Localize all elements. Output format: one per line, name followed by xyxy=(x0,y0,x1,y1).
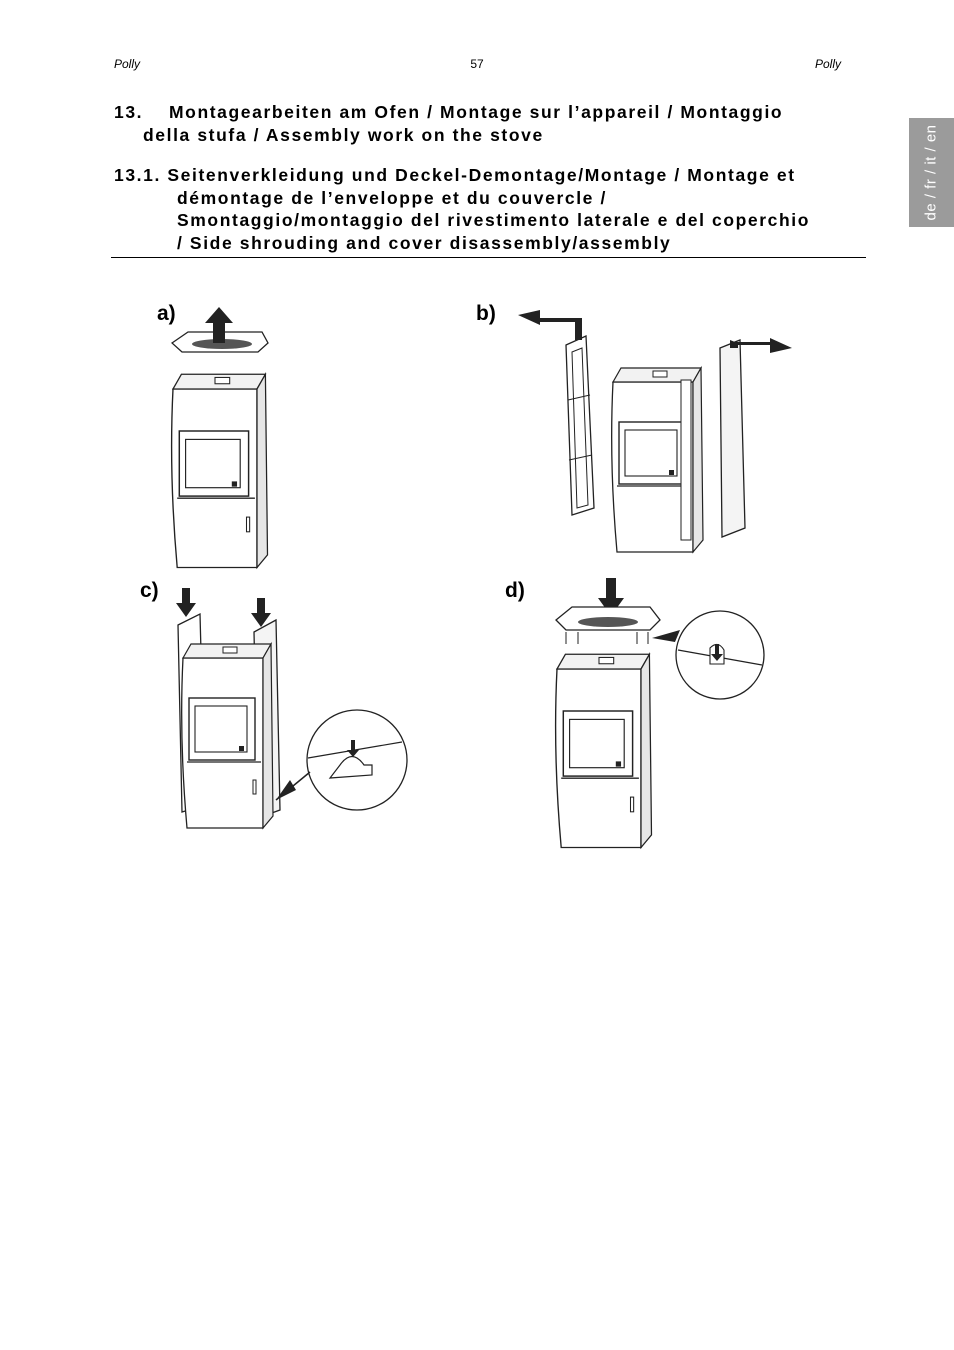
detail-down-arrow-icon-d xyxy=(711,644,723,661)
header-right: Polly xyxy=(814,57,841,71)
section-13-1-line4: / Side shrouding and cover disassembly/a… xyxy=(177,232,672,253)
header-left: Polly xyxy=(114,57,141,71)
section-13-1-line3: Smontaggio/montaggio del rivestimento la… xyxy=(177,210,811,230)
panel-b: b) xyxy=(476,302,792,553)
right-arrow-icon xyxy=(730,338,792,353)
right-side-panel xyxy=(719,339,746,538)
section-13-line2: della stufa / Assembly work on the stove xyxy=(143,124,544,145)
lid-vent xyxy=(192,339,252,349)
panel-a-label: a) xyxy=(157,302,176,325)
panel-d-label: d) xyxy=(505,579,525,602)
section-13-1-line1: 13.1. Seitenverkleidung und Deckel-Demon… xyxy=(114,165,796,185)
page-number: 57 xyxy=(470,57,484,71)
section-13-1-heading: 13.1. Seitenverkleidung und Deckel-Demon… xyxy=(114,164,874,254)
down-arrow-icon-2 xyxy=(251,598,271,627)
panel-c-label: c) xyxy=(140,579,159,602)
left-arrow-icon xyxy=(518,310,582,340)
section-13-line1: 13. Montagearbeiten am Ofen / Montage su… xyxy=(114,102,784,122)
panel-a: a) xyxy=(157,302,269,569)
section-13-heading: 13. Montagearbeiten am Ofen / Montage su… xyxy=(114,101,854,146)
stove-b-inner xyxy=(680,379,692,541)
panel-c: c) xyxy=(140,579,408,829)
stove-d xyxy=(554,653,653,849)
panel-d: d) xyxy=(505,578,765,849)
heading-rule xyxy=(111,257,866,258)
language-tab: de / fr / it / en xyxy=(909,118,954,227)
stove-c xyxy=(180,643,274,829)
section-13-1-line2: démontage de l’enveloppe et du couvercle… xyxy=(177,187,607,208)
detail-down-arrow-icon-c xyxy=(347,740,359,757)
panel-b-label: b) xyxy=(476,302,496,325)
stove-a xyxy=(170,373,269,569)
down-arrow-icon-1 xyxy=(176,588,196,617)
up-arrow-icon xyxy=(205,307,233,343)
